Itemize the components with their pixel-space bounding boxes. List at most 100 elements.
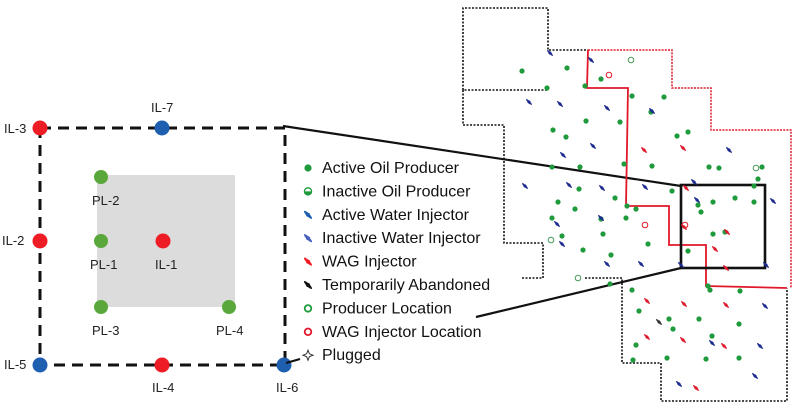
water-injector[interactable]	[598, 184, 606, 192]
wag-injector[interactable]	[643, 333, 651, 341]
well-IL-1[interactable]	[155, 233, 171, 249]
wag-injector[interactable]	[692, 384, 700, 392]
well-IL-2[interactable]	[32, 233, 48, 249]
active-oil-producer[interactable]	[582, 83, 588, 89]
active-oil-producer[interactable]	[607, 281, 613, 287]
active-oil-producer[interactable]	[633, 206, 639, 212]
well-PL-1[interactable]	[94, 234, 108, 248]
active-oil-producer[interactable]	[544, 85, 550, 91]
active-oil-producer[interactable]	[751, 183, 757, 189]
active-oil-producer[interactable]	[564, 65, 570, 71]
water-injector[interactable]	[546, 49, 554, 57]
producer-location[interactable]	[547, 236, 555, 244]
inactive-water-injector-icon[interactable]	[303, 233, 314, 244]
wag-injector[interactable]	[679, 144, 687, 152]
water-injector[interactable]	[762, 261, 770, 269]
active-oil-producer[interactable]	[666, 316, 672, 322]
water-injector[interactable]	[603, 260, 611, 268]
wag-injector[interactable]	[722, 264, 730, 272]
water-injector[interactable]	[756, 342, 764, 350]
active-oil-producer[interactable]	[645, 241, 651, 247]
wag-injector-location[interactable]	[605, 71, 613, 79]
active-oil-producer[interactable]	[736, 321, 742, 327]
active-oil-producer[interactable]	[563, 134, 569, 140]
active-oil-producer[interactable]	[669, 188, 675, 194]
water-injector[interactable]	[675, 380, 683, 388]
active-oil-producer[interactable]	[703, 356, 709, 362]
water-injector[interactable]	[761, 302, 769, 310]
active-oil-producer[interactable]	[736, 355, 742, 361]
active-oil-producer[interactable]	[732, 195, 738, 201]
active-oil-producer[interactable]	[751, 199, 757, 205]
active-oil-producer[interactable]	[555, 199, 561, 205]
producer-location[interactable]	[574, 274, 582, 282]
active-oil-producer[interactable]	[707, 287, 713, 293]
water-injector[interactable]	[521, 182, 529, 190]
active-oil-producer[interactable]	[583, 118, 589, 124]
active-oil-producer[interactable]	[624, 203, 630, 209]
water-injector[interactable]	[677, 261, 685, 269]
active-oil-producer[interactable]	[710, 231, 716, 237]
water-injector[interactable]	[559, 151, 567, 159]
active-oil-producer[interactable]	[617, 119, 623, 125]
wag-injector[interactable]	[640, 146, 648, 154]
water-injector[interactable]	[565, 181, 573, 189]
temporarily-abandoned-well[interactable]	[655, 318, 663, 326]
wag-injector[interactable]	[643, 297, 651, 305]
water-injector[interactable]	[637, 260, 645, 268]
active-oil-producer[interactable]	[519, 68, 525, 74]
active-oil-producer[interactable]	[621, 161, 627, 167]
active-oil-producer[interactable]	[664, 355, 670, 361]
producer-location[interactable]	[752, 164, 760, 172]
well-IL-5[interactable]	[32, 357, 48, 373]
active-oil-producer[interactable]	[759, 164, 765, 170]
active-oil-producer[interactable]	[629, 287, 635, 293]
active-oil-producer[interactable]	[695, 202, 701, 208]
water-injector[interactable]	[769, 197, 777, 205]
water-injector[interactable]	[525, 98, 533, 106]
well-IL-4[interactable]	[154, 357, 170, 373]
active-oil-producer[interactable]	[705, 283, 711, 289]
active-oil-producer[interactable]	[600, 231, 606, 237]
active-oil-producer[interactable]	[550, 127, 556, 133]
wag-injector[interactable]	[679, 336, 687, 344]
well-PL-2[interactable]	[94, 170, 108, 184]
well-IL-7[interactable]	[154, 120, 170, 136]
water-injector[interactable]	[587, 56, 595, 64]
well-IL-3[interactable]	[32, 120, 48, 136]
producer-location[interactable]	[627, 56, 635, 64]
water-injector[interactable]	[693, 196, 701, 204]
water-injector[interactable]	[597, 214, 605, 222]
wag-injector[interactable]	[682, 184, 690, 192]
wag-injector[interactable]	[680, 300, 688, 308]
active-oil-producer[interactable]	[608, 252, 614, 258]
active-oil-producer[interactable]	[630, 357, 636, 363]
active-oil-producer[interactable]	[549, 215, 555, 221]
active-oil-producer[interactable]	[559, 233, 565, 239]
temporarily-abandoned-icon[interactable]	[303, 280, 314, 291]
well-IL-6[interactable]	[276, 357, 292, 373]
wag-injector[interactable]	[711, 245, 719, 253]
active-oil-producer[interactable]	[549, 164, 555, 170]
active-oil-producer[interactable]	[623, 215, 629, 221]
wag-injector-icon[interactable]	[303, 256, 314, 267]
active-oil-producer[interactable]	[696, 316, 702, 322]
active-oil-producer[interactable]	[698, 209, 704, 215]
active-oil-producer[interactable]	[685, 248, 691, 254]
water-injector[interactable]	[553, 220, 561, 228]
active-oil-producer[interactable]	[580, 247, 586, 253]
active-oil-producer[interactable]	[572, 206, 578, 212]
water-injector[interactable]	[725, 146, 733, 154]
active-oil-producer[interactable]	[577, 164, 583, 170]
active-oil-producer[interactable]	[636, 308, 642, 314]
water-injector[interactable]	[556, 100, 564, 108]
active-oil-producer[interactable]	[685, 129, 691, 135]
active-oil-producer[interactable]	[670, 326, 676, 332]
active-oil-producer[interactable]	[737, 288, 743, 294]
water-injector[interactable]	[648, 107, 656, 115]
active-oil-producer[interactable]	[661, 94, 667, 100]
active-water-injector-icon[interactable]	[303, 209, 314, 220]
active-oil-producer[interactable]	[633, 342, 639, 348]
wag-injector[interactable]	[723, 228, 731, 236]
active-oil-producer[interactable]	[649, 163, 655, 169]
